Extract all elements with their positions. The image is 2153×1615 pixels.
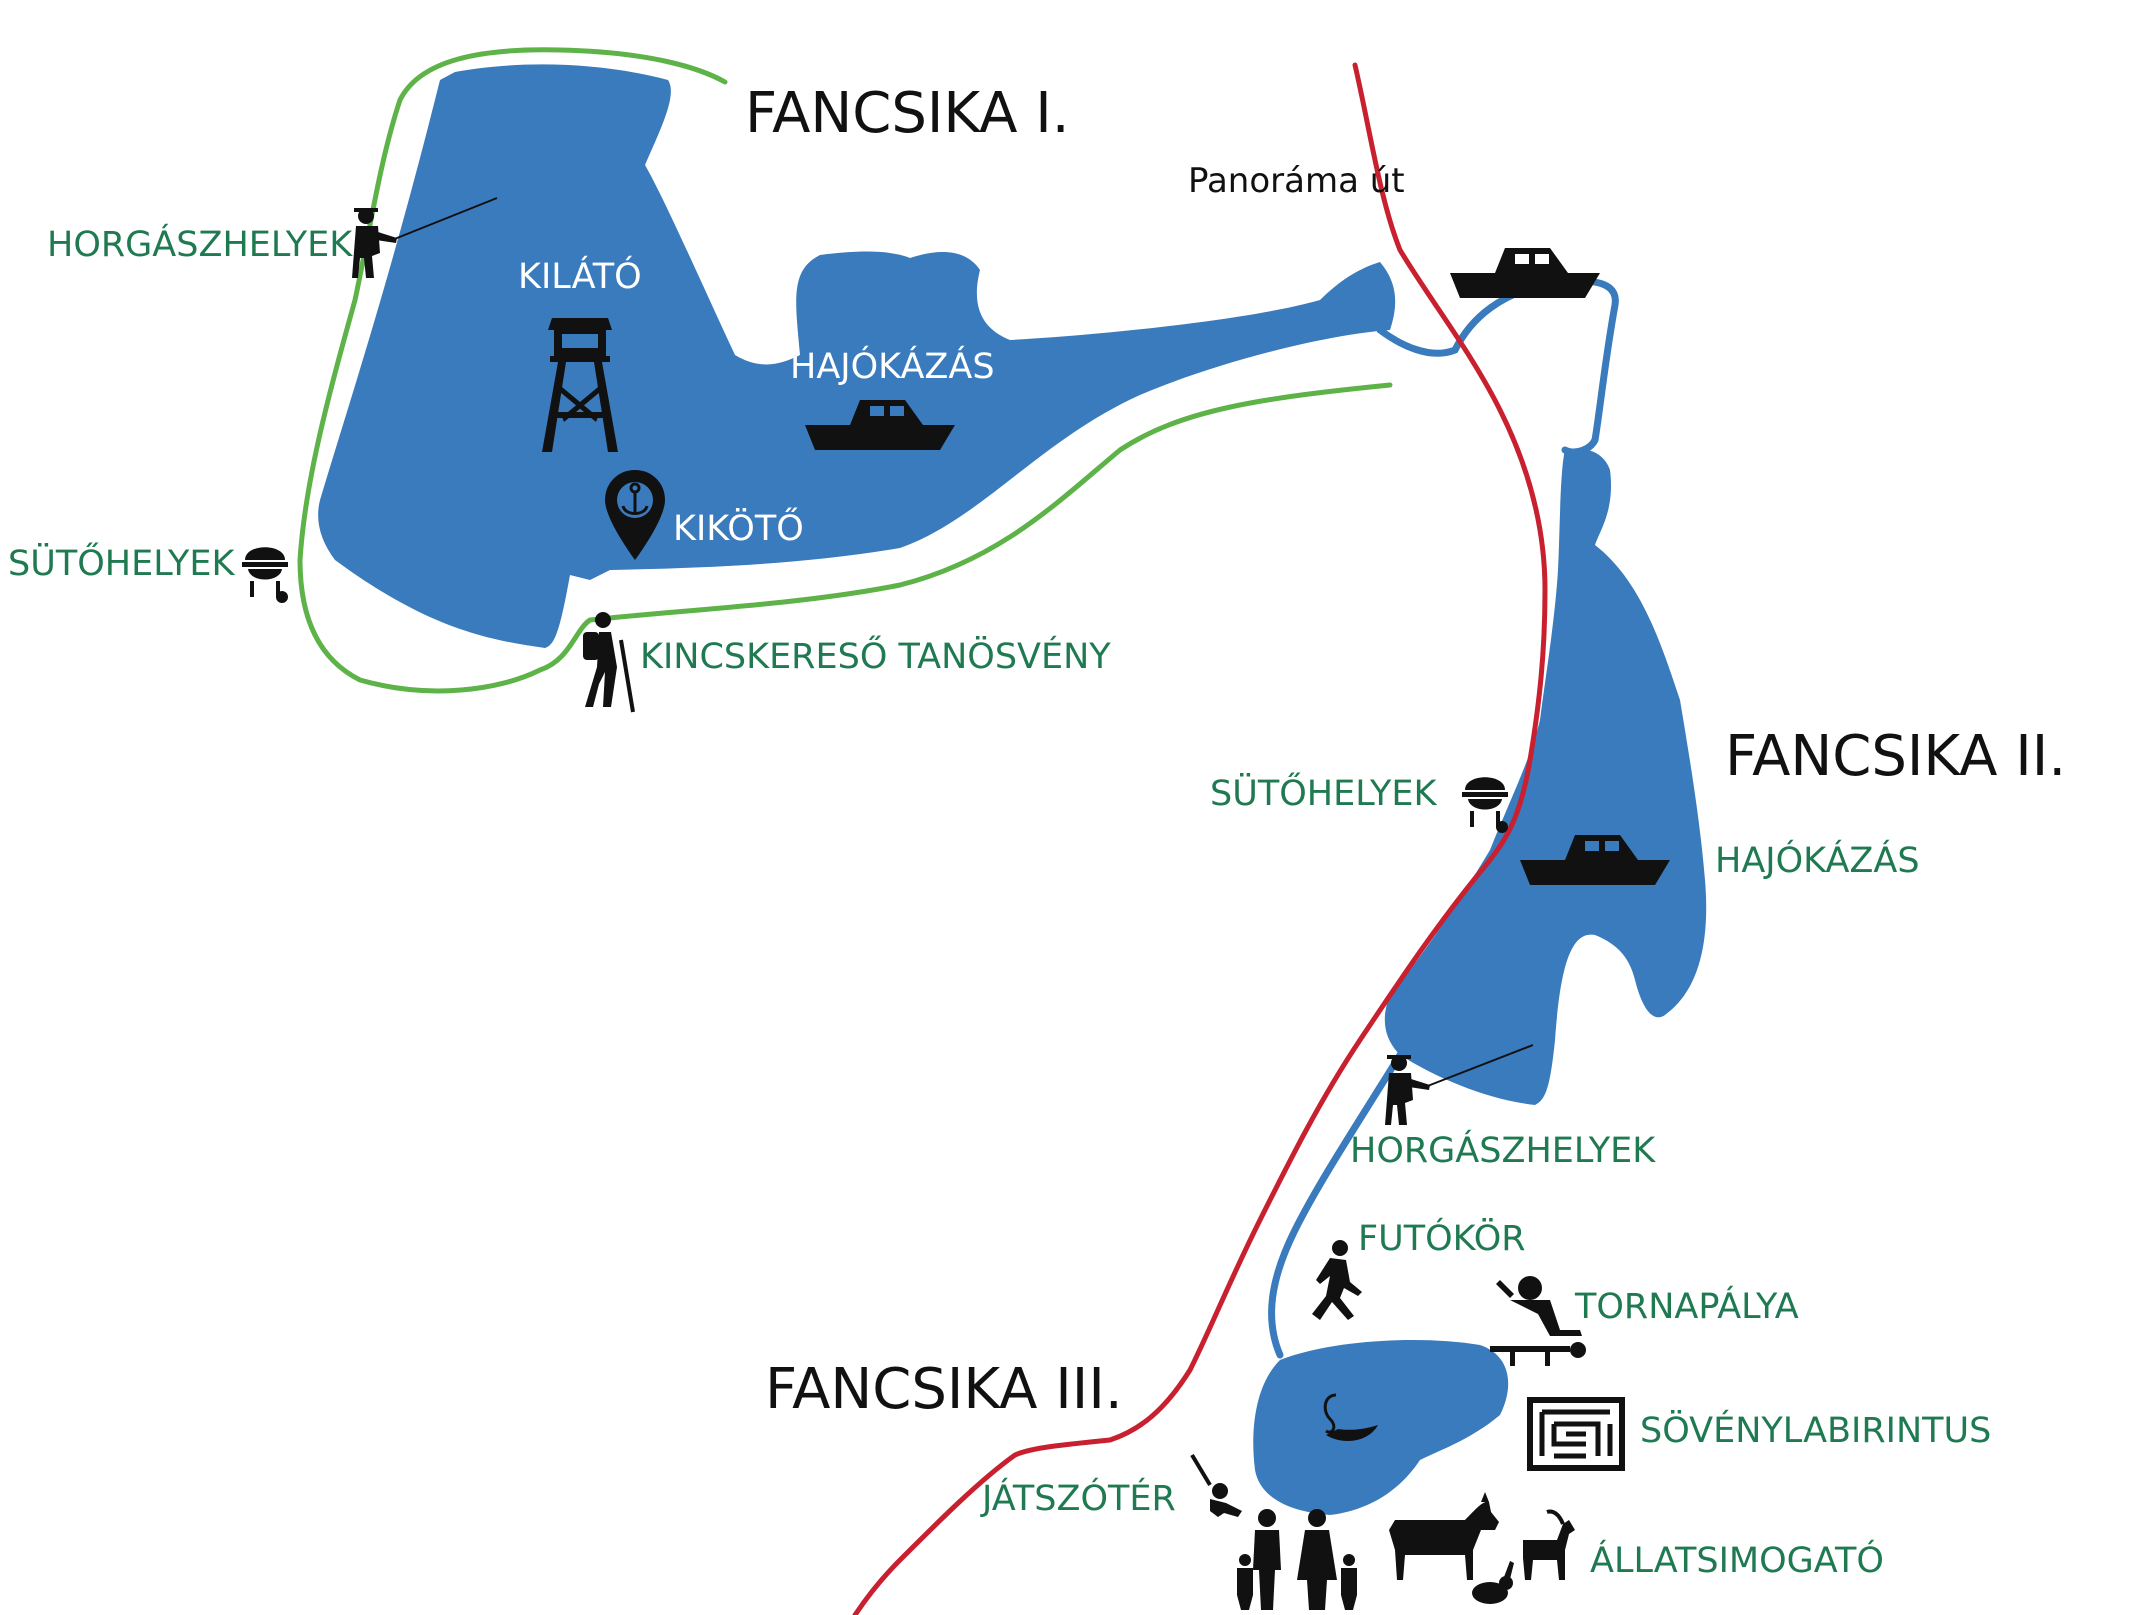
trail-path [297, 47, 1393, 694]
label-labirintus: SÖVÉNYLABIRINTUS [1640, 1409, 1991, 1451]
boat-icon [1520, 835, 1670, 885]
lake-fancsika-2 [1384, 448, 1707, 1105]
family-icon [1237, 1509, 1357, 1610]
goat-icon [1523, 1509, 1575, 1580]
label-horgaszhelyek-1: HORGÁSZHELYEK [47, 223, 353, 265]
label-tanosveny: KINCSKERESŐ TANÖSVÉNY [640, 635, 1111, 677]
label-horgaszhelyek-2: HORGÁSZHELYEK [1350, 1129, 1656, 1171]
swing-icon [1190, 1453, 1242, 1517]
label-kilato: KILÁTÓ [518, 255, 642, 297]
panorama-road [852, 62, 1548, 1615]
label-hajokazas-2: HAJÓKÁZÁS [1715, 839, 1920, 881]
label-allatsimogato: ÁLLATSIMOGATÓ [1590, 1539, 1884, 1581]
watchtower-icon [542, 318, 618, 452]
lake-fancsika-1 [318, 64, 1396, 648]
lake-title-fancsika-2: FANCSIKA II. [1725, 724, 2066, 789]
label-futokor: FUTÓKÖR [1358, 1217, 1526, 1259]
label-jatszoter: JÁTSZÓTÉR [980, 1477, 1176, 1519]
fisherman-icon [352, 197, 498, 278]
donkey-icon [1389, 1492, 1499, 1580]
label-tornapalya: TORNAPÁLYA [1574, 1285, 1799, 1327]
boat-icon [805, 400, 955, 450]
anchor-pin-icon [605, 470, 665, 560]
lake-title-fancsika-3: FANCSIKA III. [765, 1357, 1123, 1422]
stream-lower [1268, 1051, 1404, 1359]
grill-icon [242, 547, 288, 603]
runner-icon [1312, 1240, 1362, 1320]
label-kikoto: KIKÖTŐ [673, 507, 804, 549]
road-label: Panoráma út [1188, 161, 1405, 201]
grill-icon [1462, 777, 1508, 833]
fisherman-icon [1385, 1044, 1534, 1125]
maze-icon [1527, 1397, 1625, 1471]
label-sutohelyek-1: SÜTŐHELYEK [8, 542, 236, 584]
lake-title-fancsika-1: FANCSIKA I. [745, 81, 1070, 146]
lake-fancsika-3 [1253, 1340, 1509, 1515]
label-hajokazas-1: HAJÓKÁZÁS [790, 345, 995, 387]
rabbit-icon [1472, 1561, 1514, 1604]
exercise-bench-icon [1490, 1276, 1586, 1366]
stream-upper [1376, 277, 1619, 456]
label-sutohelyek-2: SÜTŐHELYEK [1210, 772, 1438, 814]
hiker-icon [583, 612, 635, 713]
boat-icon [1450, 248, 1600, 298]
swan-icon [1323, 1393, 1378, 1441]
